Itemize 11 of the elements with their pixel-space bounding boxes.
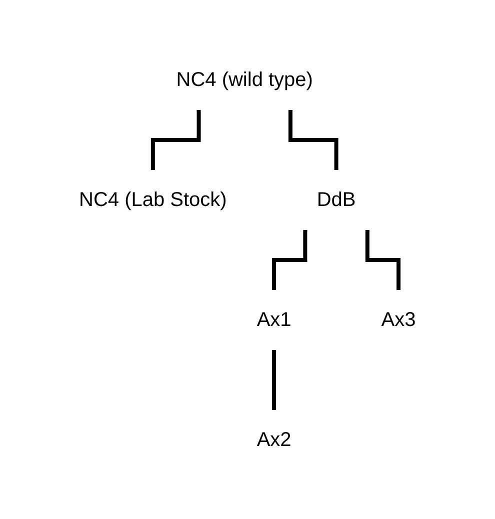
- node-text: Ax3: [381, 308, 416, 330]
- connector: [272, 350, 276, 412]
- node-text: Ax2: [256, 428, 292, 450]
- node-text: NC4 (wild type): [176, 68, 314, 90]
- connector: [366, 230, 401, 292]
- node-text: DdB: [316, 188, 356, 210]
- node-text: NC4 (Lab Stock): [79, 188, 227, 210]
- connector: [272, 230, 308, 292]
- connector: [151, 110, 201, 172]
- connector: [288, 110, 338, 172]
- node-text: Ax1: [256, 308, 292, 330]
